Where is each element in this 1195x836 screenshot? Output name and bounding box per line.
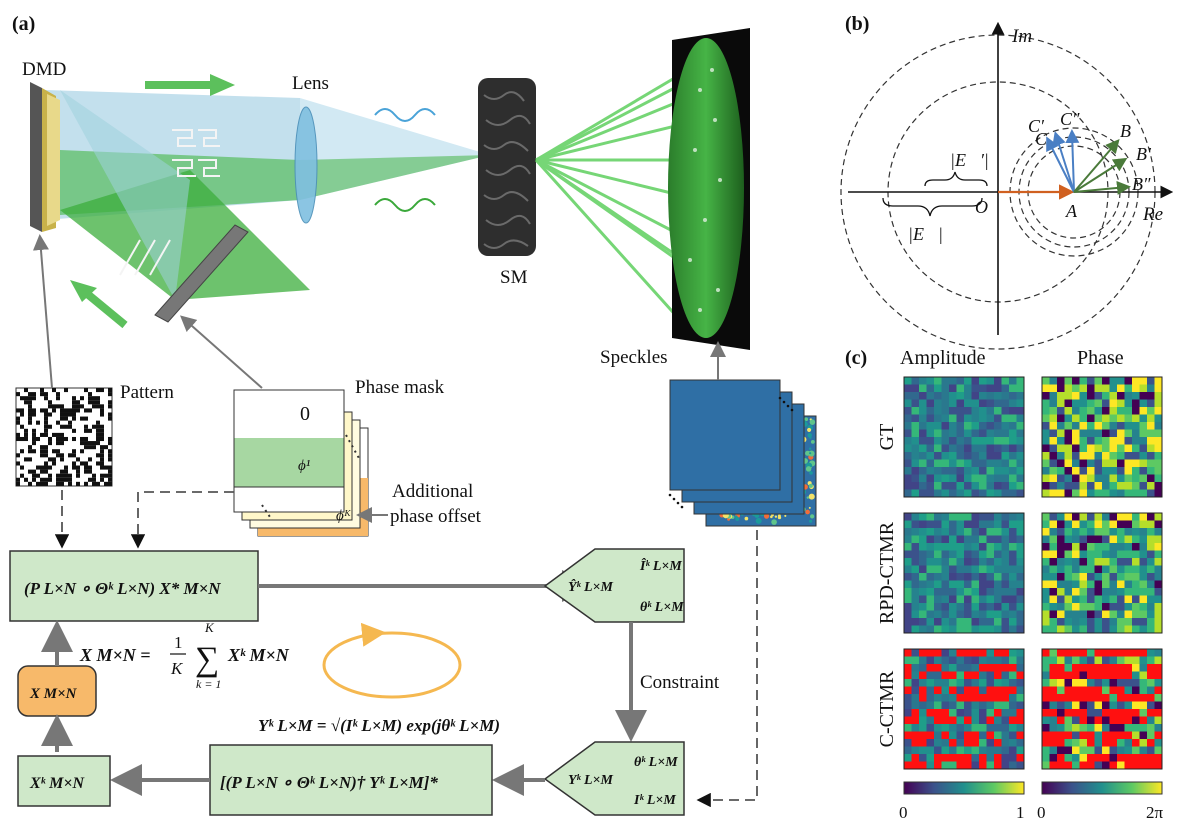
col-amplitude-label: Amplitude bbox=[900, 347, 986, 369]
backward-model-box bbox=[209, 744, 493, 816]
col-phase-label: Phase bbox=[1077, 347, 1124, 369]
xk-box bbox=[17, 755, 111, 807]
phasor-diagram bbox=[840, 21, 1174, 350]
point-b1-label: B′ bbox=[1136, 144, 1152, 164]
average-sum-top: K bbox=[204, 620, 215, 635]
measured-field-box bbox=[543, 741, 685, 816]
point-b-label: B bbox=[1120, 121, 1131, 141]
panel-label-b: (b) bbox=[845, 13, 869, 35]
average-formula-lhs: X M×N = bbox=[79, 645, 151, 665]
y-update-formula: Yᵏ L×M = √(Iᵏ L×M) exp(jθᵏ L×M) bbox=[258, 716, 500, 735]
phase-mask-label: Phase mask bbox=[355, 377, 445, 398]
lens-label: Lens bbox=[292, 73, 329, 94]
phase-zero-label: 0 bbox=[300, 403, 310, 425]
forward-model-box bbox=[9, 550, 259, 622]
x-estimate-label: X M×N bbox=[29, 686, 78, 702]
point-a-label: A bbox=[1065, 201, 1078, 221]
iteration-loop bbox=[322, 631, 462, 699]
additional-label-2: phase offset bbox=[390, 506, 482, 527]
pattern-image bbox=[15, 387, 113, 487]
meas-theta-label: θᵏ L×M bbox=[634, 755, 678, 770]
sm-label: SM bbox=[500, 267, 528, 288]
e-prime-magnitude-label: |E⃗′| bbox=[950, 150, 989, 170]
origin-label: O bbox=[975, 197, 988, 217]
point-b2-label: B″ bbox=[1132, 174, 1151, 194]
pred-i-label: Îᵏ L×M bbox=[639, 557, 682, 574]
speckle-stack bbox=[668, 379, 817, 527]
sum-sign: ∑ bbox=[195, 641, 219, 678]
constraint-label: Constraint bbox=[640, 672, 720, 693]
amp-min-label: 0 bbox=[899, 803, 908, 822]
average-sum-bottom: k = 1 bbox=[196, 677, 221, 691]
pred-y-label: Ŷᵏ L×M bbox=[568, 578, 613, 595]
e-magnitude-label: |E⃗| bbox=[908, 224, 943, 244]
scattering-medium bbox=[478, 78, 536, 256]
meas-i-label: Iᵏ L×M bbox=[633, 793, 676, 808]
im-axis-label: Im bbox=[1011, 26, 1032, 47]
amp-max-label: 1 bbox=[1016, 803, 1025, 822]
point-c2-label: C″ bbox=[1060, 109, 1080, 129]
row-label-rpd-ctmr: RPD-CTMR bbox=[876, 521, 898, 624]
pred-theta-label: θᵏ L×M bbox=[640, 600, 684, 615]
amplitude-colorbar bbox=[903, 781, 1025, 795]
re-axis-label: Re bbox=[1142, 204, 1163, 225]
panel-label-a: (a) bbox=[12, 13, 35, 35]
lens bbox=[294, 106, 318, 224]
panel-label-c: (c) bbox=[845, 347, 867, 369]
average-formula-rhs: Xᵏ M×N bbox=[227, 645, 290, 665]
average-frac-den: K bbox=[170, 659, 184, 678]
speckles-label: Speckles bbox=[600, 347, 668, 368]
dmd-label: DMD bbox=[22, 59, 66, 80]
phase-colorbar bbox=[1041, 781, 1163, 795]
phi1-label: ϕ¹ bbox=[298, 458, 311, 474]
reconstruction-grids bbox=[903, 376, 1163, 770]
predicted-field-box bbox=[543, 548, 685, 623]
pattern-label: Pattern bbox=[120, 382, 174, 403]
phik-label: ϕᴷ bbox=[336, 508, 352, 524]
xk-label: Xᵏ M×N bbox=[29, 775, 85, 792]
average-frac-num: 1 bbox=[174, 633, 183, 652]
row-label-gt: GT bbox=[876, 424, 898, 451]
point-c-label: C bbox=[1035, 129, 1048, 149]
additional-label-1: Additional bbox=[392, 481, 473, 502]
point-c1-label: C′ bbox=[1028, 116, 1045, 136]
optical-setup: DMD Lens SM bbox=[22, 28, 750, 350]
backward-model-formula: [(P L×N ∘ Θᵏ L×N)† Yᵏ L×M]* bbox=[220, 773, 438, 792]
meas-y-label: Yᵏ L×M bbox=[568, 773, 613, 788]
row-label-c-ctmr: C-CTMR bbox=[876, 670, 898, 747]
forward-model-formula: (P L×N ∘ Θᵏ L×N) X* M×N bbox=[24, 579, 221, 598]
dmd-device bbox=[30, 82, 60, 232]
phase-max-label: 2π bbox=[1146, 803, 1164, 822]
phase-min-label: 0 bbox=[1037, 803, 1046, 822]
